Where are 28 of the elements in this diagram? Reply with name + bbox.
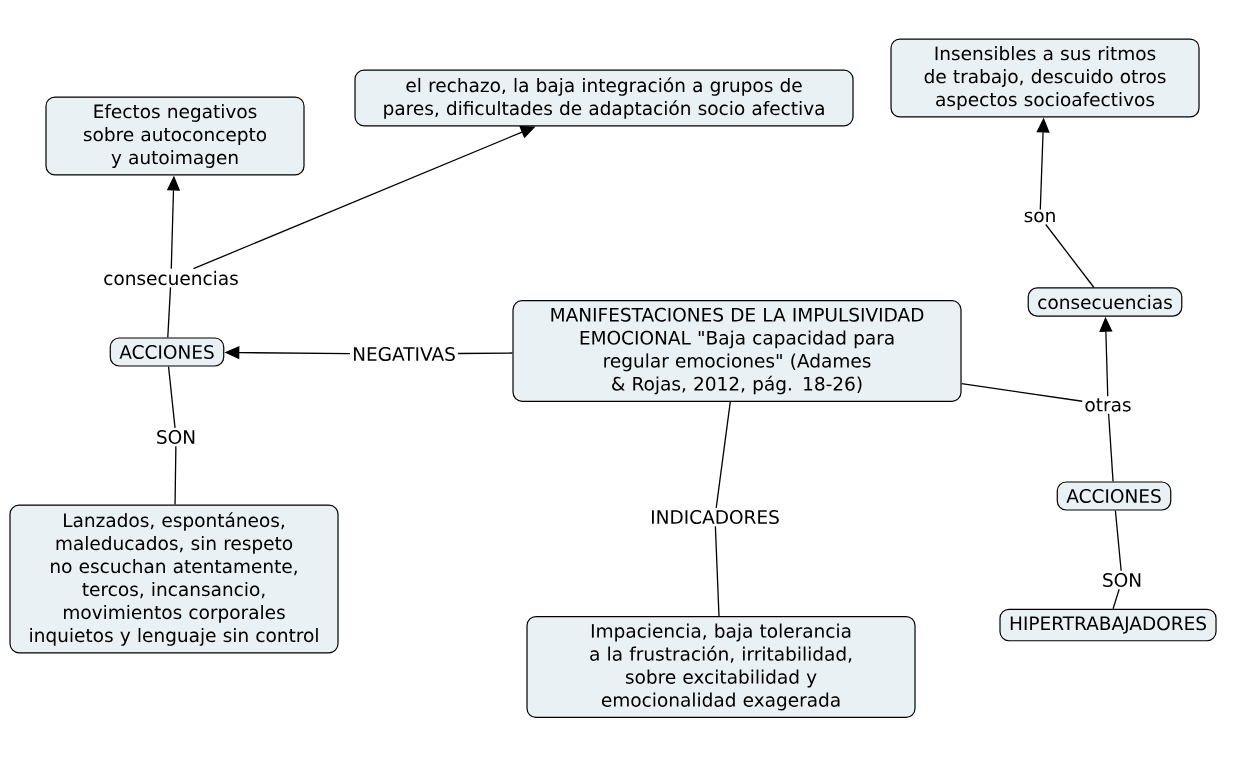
connector-line bbox=[714, 525, 720, 617]
linking-phrase: SON bbox=[153, 428, 199, 446]
connector-line bbox=[715, 401, 731, 509]
connector-line bbox=[457, 352, 514, 355]
concept-box: el rechazo, la baja integración a grupos de pares, dificultades de adaptación socio afectiva bbox=[354, 69, 854, 127]
concept-box: ACCIONES bbox=[109, 337, 225, 367]
connector-line bbox=[167, 365, 176, 429]
concept-box: HIPERTRABAJADORES bbox=[999, 608, 1217, 642]
concept-box: Impaciencia, baja tolerancia a la frustración, irritabilidad, sobre excitabilidad y emocionalidad exagerada bbox=[526, 615, 916, 719]
connector-line bbox=[1045, 223, 1095, 288]
linking-phrase: otras bbox=[1082, 396, 1134, 414]
linking-phrase: NEGATIVAS bbox=[350, 345, 458, 363]
concept-box: Efectos negativos sobre autoconcepto y autoimagen bbox=[45, 96, 305, 176]
concept-box: ACCIONES bbox=[1056, 481, 1172, 511]
connector-line bbox=[1114, 509, 1122, 572]
linking-phrase: SON bbox=[1099, 571, 1145, 589]
linking-phrase: consecuencias bbox=[101, 268, 241, 288]
concept-box: Insensibles a sus ritmos de trabajo, descuido otros aspectos socioafectivos bbox=[890, 38, 1200, 118]
connector-line bbox=[1107, 413, 1114, 483]
concept-box: MANIFESTACIONES DE LA IMPULSIVIDAD EMOCIONAL "Baja capacidad para regular emociones" (Adames & Rojas, 2012, pág. 18-26) bbox=[512, 300, 962, 402]
connector-line bbox=[960, 382, 1083, 402]
connector-line bbox=[1112, 588, 1120, 610]
connector-line bbox=[174, 445, 177, 506]
linking-phrase: INDICADORES bbox=[648, 508, 782, 526]
linking-phrase: son bbox=[1021, 209, 1059, 225]
concept-box: Lanzados, espontáneos, maleducados, sin respeto no escuchan atentamente, tercos, incansancio, movimientos corporales inquietos y lenguaje sin control bbox=[9, 504, 339, 654]
concept-box: consecuencias bbox=[1027, 287, 1183, 317]
connector-line bbox=[167, 286, 172, 339]
